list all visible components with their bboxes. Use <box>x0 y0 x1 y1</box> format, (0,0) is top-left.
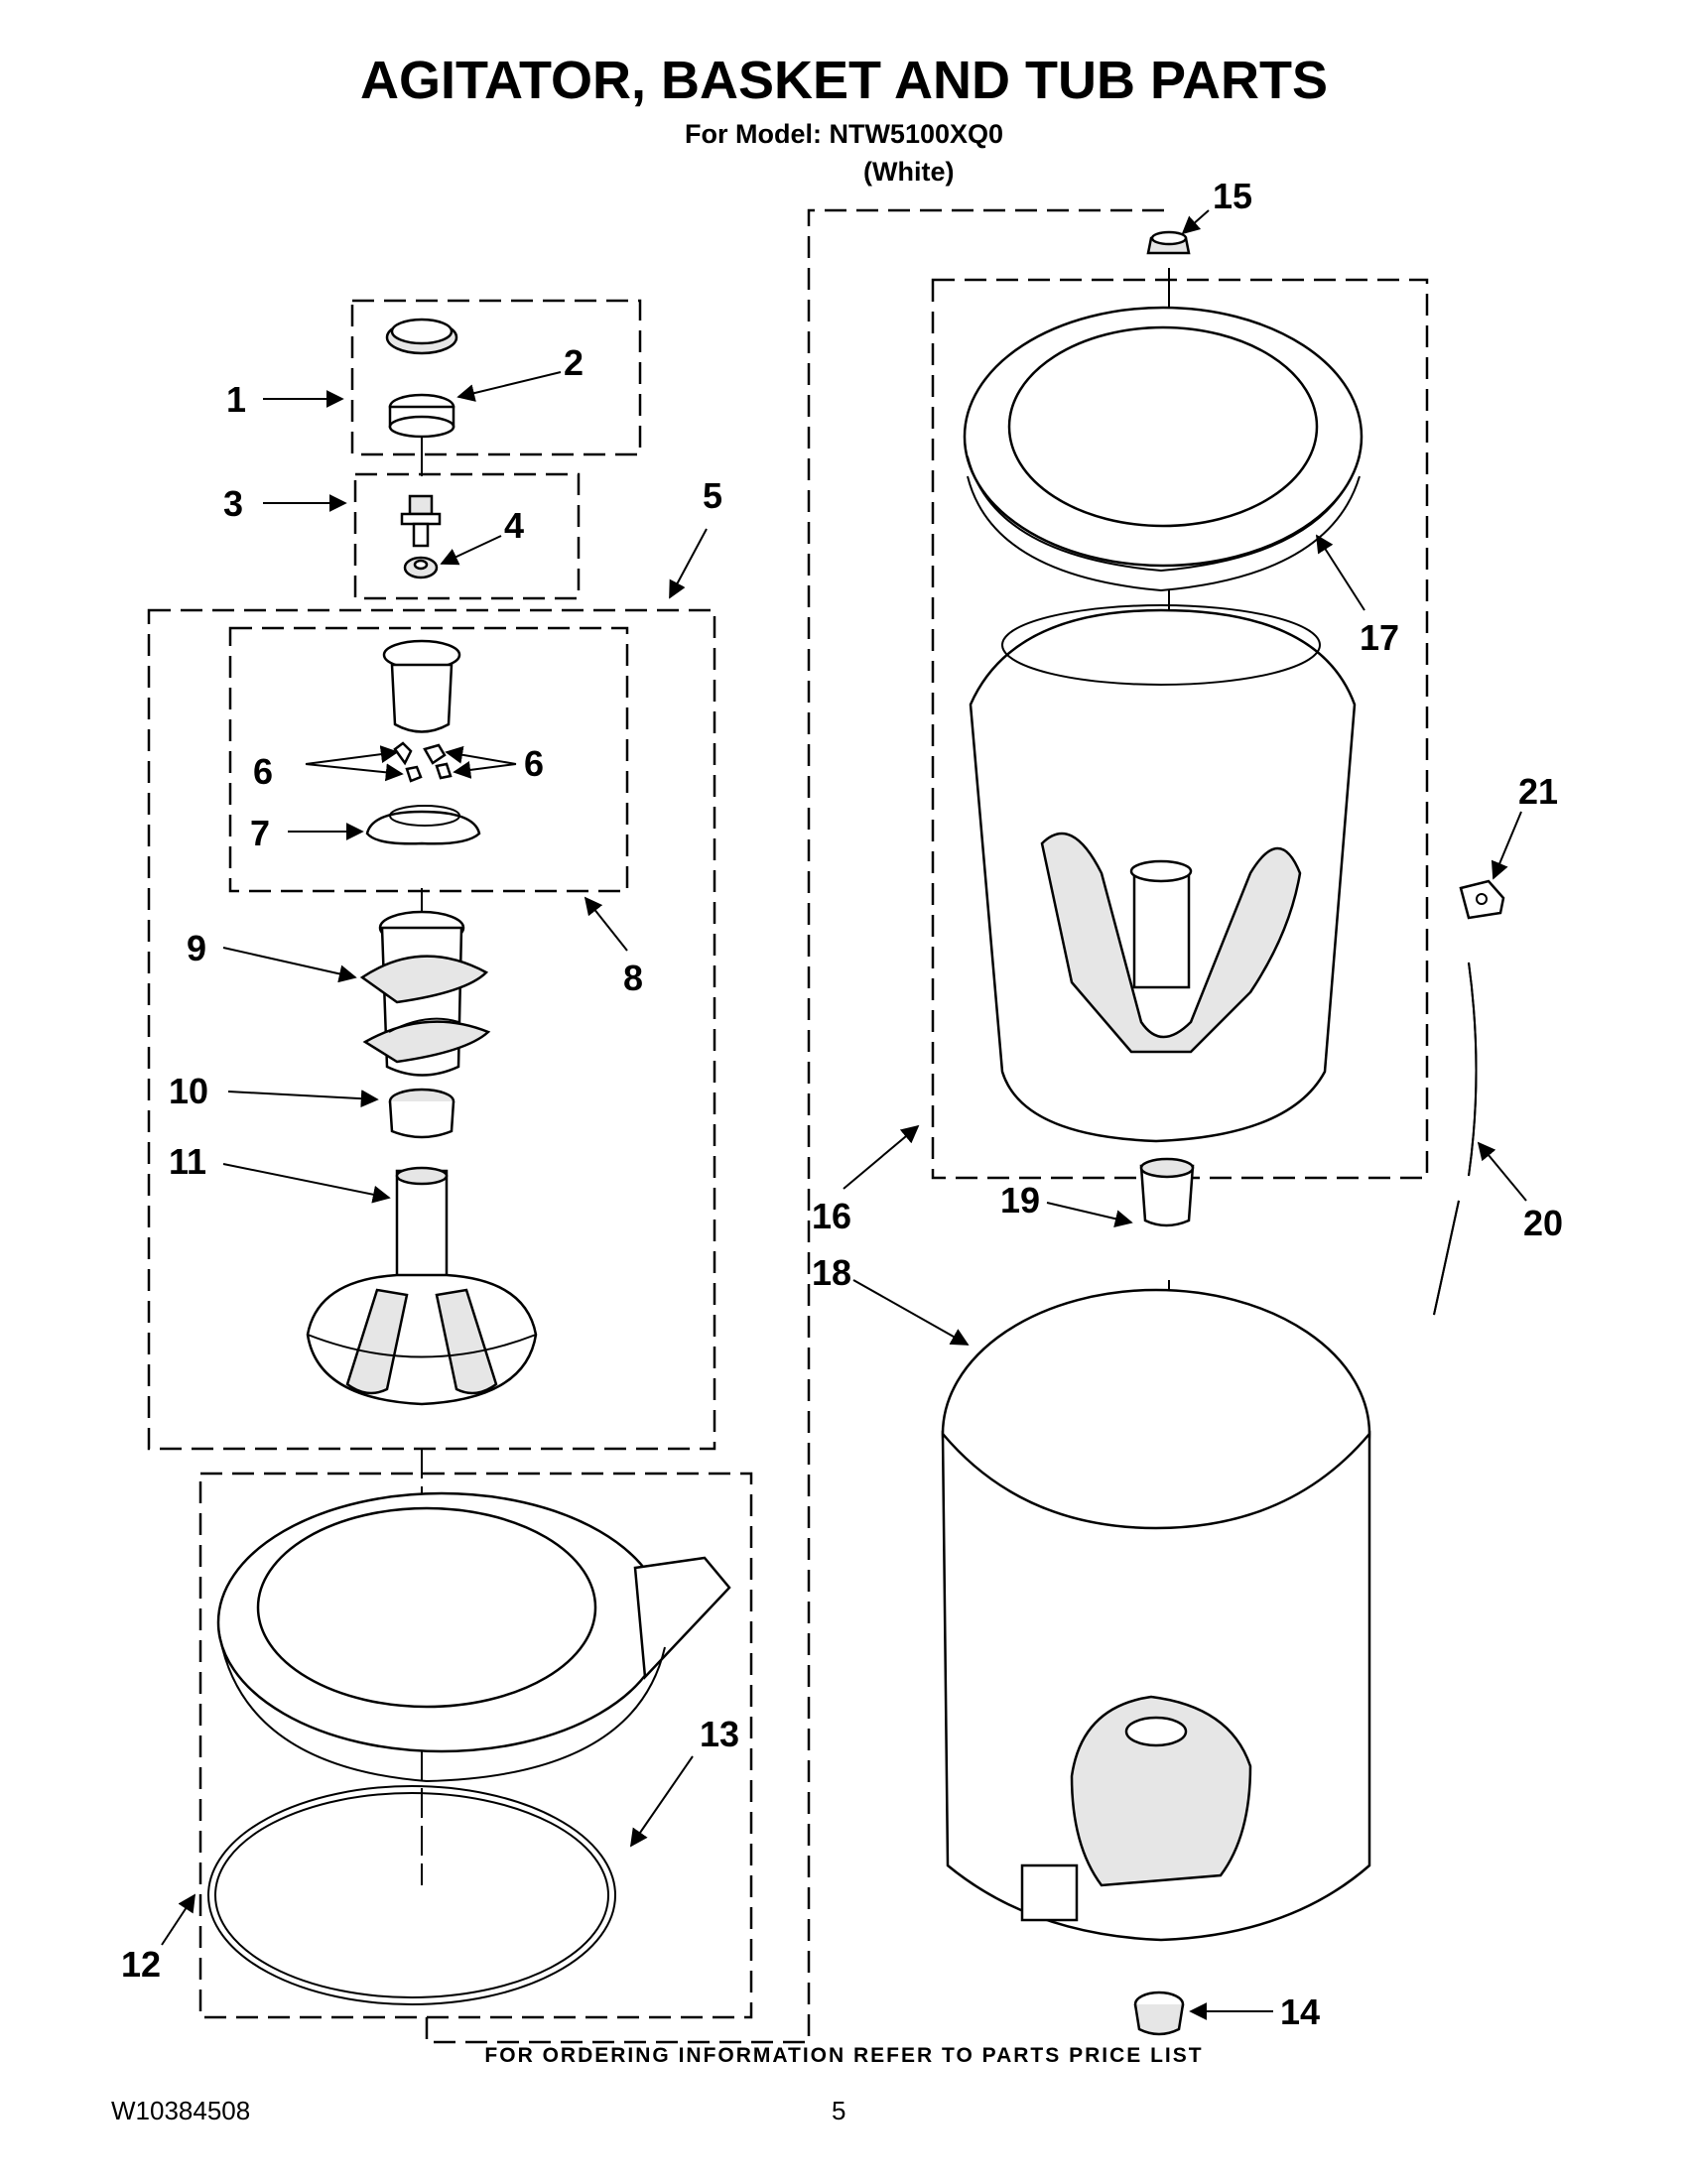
auger-part <box>359 910 491 1077</box>
leader-13 <box>629 1755 694 1848</box>
group-box-bolt <box>353 472 581 600</box>
group-connector-line <box>425 208 1171 2044</box>
leader-19 <box>1046 1202 1133 1228</box>
cam-part <box>365 805 481 845</box>
callout-3: 3 <box>223 483 243 524</box>
callout-17: 17 <box>1360 617 1399 658</box>
leader-6b <box>305 763 404 782</box>
outer-tub-part <box>941 1288 1371 1942</box>
tub-ring-part <box>216 1491 731 1783</box>
cap-ring-part <box>388 393 455 439</box>
callout-20: 20 <box>1523 1203 1563 1243</box>
hose-part-upper-inner <box>1468 962 1478 1177</box>
callout-9: 9 <box>187 928 206 968</box>
leader-8 <box>584 896 628 952</box>
leader-16 <box>843 1124 920 1190</box>
leader-9 <box>222 947 357 983</box>
model-line: For Model: NTW5100XQ0 <box>684 119 1004 149</box>
washer-part <box>403 556 439 579</box>
balance-ring-part <box>963 306 1363 592</box>
page-title: AGITATOR, BASKET AND TUB PARTS <box>360 51 1328 110</box>
callout-10: 10 <box>169 1071 208 1111</box>
agitator-cap-part <box>385 318 458 355</box>
document-number: W10384508 <box>111 2096 251 2125</box>
group-box-agitator-assembly <box>147 608 716 1451</box>
group-box-cam-kit <box>228 626 629 893</box>
agitator-dog-parts <box>393 741 453 783</box>
callout-8: 8 <box>623 958 643 998</box>
callout-19: 19 <box>1000 1180 1040 1220</box>
callout-5: 5 <box>703 475 722 516</box>
leader-20 <box>1477 1141 1527 1202</box>
leader-6d <box>453 761 517 779</box>
leader-21 <box>1491 811 1522 880</box>
callout-18: 18 <box>812 1252 851 1293</box>
callout-6-left: 6 <box>253 751 273 792</box>
callout-15: 15 <box>1213 176 1252 216</box>
callout-13: 13 <box>700 1714 739 1754</box>
hose-part-lower-inner <box>1433 1200 1460 1316</box>
leader-17 <box>1316 534 1365 611</box>
bearing-part <box>388 1088 455 1139</box>
tub-gasket-inner <box>214 1792 609 1998</box>
callout-11: 11 <box>169 1141 206 1182</box>
leader-10 <box>227 1090 379 1108</box>
ordering-note: FOR ORDERING INFORMATION REFER TO PARTS … <box>484 2044 1204 2067</box>
leader-2 <box>456 371 562 402</box>
clip-part <box>1459 879 1505 920</box>
bolt-part <box>400 494 442 548</box>
callout-21: 21 <box>1518 771 1558 812</box>
leader-4 <box>440 535 502 566</box>
basket-part <box>969 604 1357 1143</box>
leader-5 <box>669 528 708 599</box>
callout-2: 2 <box>564 342 584 383</box>
leader-6a <box>305 745 399 765</box>
callout-16: 16 <box>812 1196 851 1236</box>
callout-14: 14 <box>1280 1991 1320 2032</box>
drain-plug-part <box>1133 1991 1185 2036</box>
callout-4: 4 <box>504 505 524 546</box>
model-variant: (White) <box>863 157 955 187</box>
agitator-base-part <box>306 1166 538 1406</box>
leader-12 <box>161 1893 195 1946</box>
group-box-tub-ring <box>198 1472 753 2019</box>
leader-11 <box>222 1163 391 1204</box>
group-box-cap <box>350 299 642 456</box>
agitator-dog-cam-part <box>382 639 461 733</box>
page-number: 5 <box>832 2096 846 2125</box>
leader-6c <box>445 745 517 765</box>
leader-18 <box>852 1279 970 1346</box>
callout-12: 12 <box>121 1944 161 1985</box>
callout-7: 7 <box>250 813 270 853</box>
hub-nut-part <box>1146 230 1191 255</box>
callout-1: 1 <box>226 379 246 420</box>
drive-bell-part <box>1139 1157 1195 1227</box>
tub-gasket-part <box>207 1785 616 2005</box>
leader-15 <box>1181 209 1210 235</box>
callout-6-right: 6 <box>524 743 544 784</box>
